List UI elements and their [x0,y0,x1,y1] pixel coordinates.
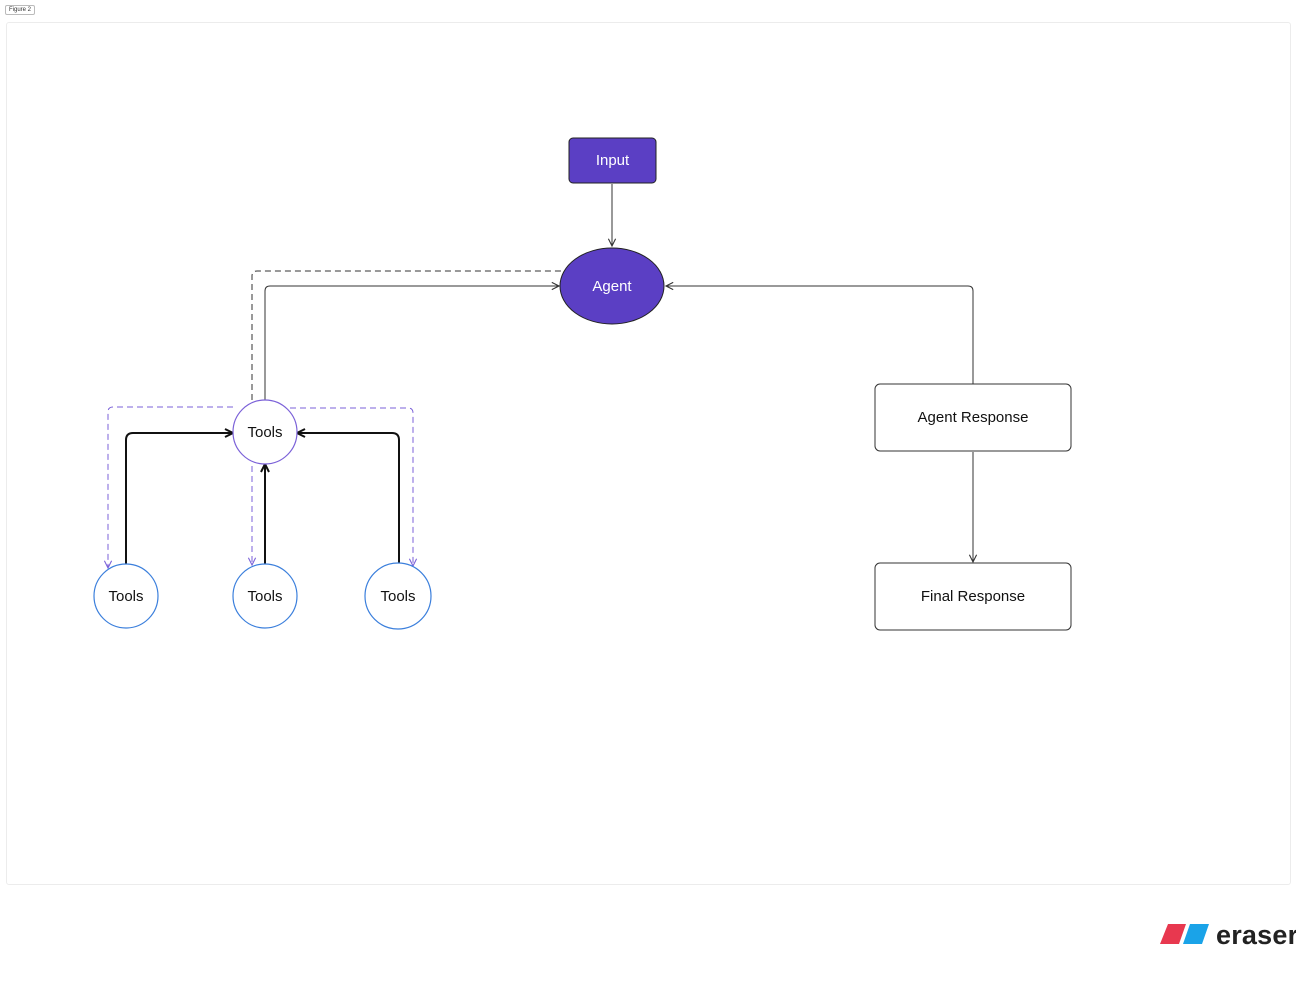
eraser-brand-name: eraser [1216,919,1296,950]
edge-agent-response-agent [666,286,974,384]
edge-hub-left-dashed [108,406,233,568]
node-agent[interactable]: Agent [559,247,665,325]
edge-tools-agent-dashed [251,270,562,400]
node-tools-hub-label: Tools [247,424,282,441]
node-tools-hub[interactable]: Tools [232,399,298,465]
node-agent-response[interactable]: Agent Response [874,383,1072,452]
node-tools-left-label: Tools [108,588,143,605]
eraser-brand[interactable]: eraser [1160,920,1296,950]
node-tools-right-label: Tools [380,588,415,605]
node-agent-response-label: Agent Response [918,409,1029,426]
node-agent-label: Agent [592,278,632,295]
node-input[interactable]: Input [568,137,657,184]
edge-tools-agent [264,286,559,400]
edge-hub-right-dashed [290,407,413,566]
node-final-response[interactable]: Final Response [874,562,1072,631]
node-tools-left[interactable]: Tools [93,563,159,629]
eraser-logo-icon [1160,924,1209,944]
node-tools-middle-label: Tools [247,588,282,605]
node-tools-middle[interactable]: Tools [232,563,298,629]
figure-label: Figure 2 [5,5,36,15]
node-tools-right[interactable]: Tools [364,562,432,630]
edge-right-hub [298,433,400,564]
node-input-label: Input [596,152,630,169]
node-final-response-label: Final Response [921,588,1025,605]
edge-left-hub [125,433,232,564]
